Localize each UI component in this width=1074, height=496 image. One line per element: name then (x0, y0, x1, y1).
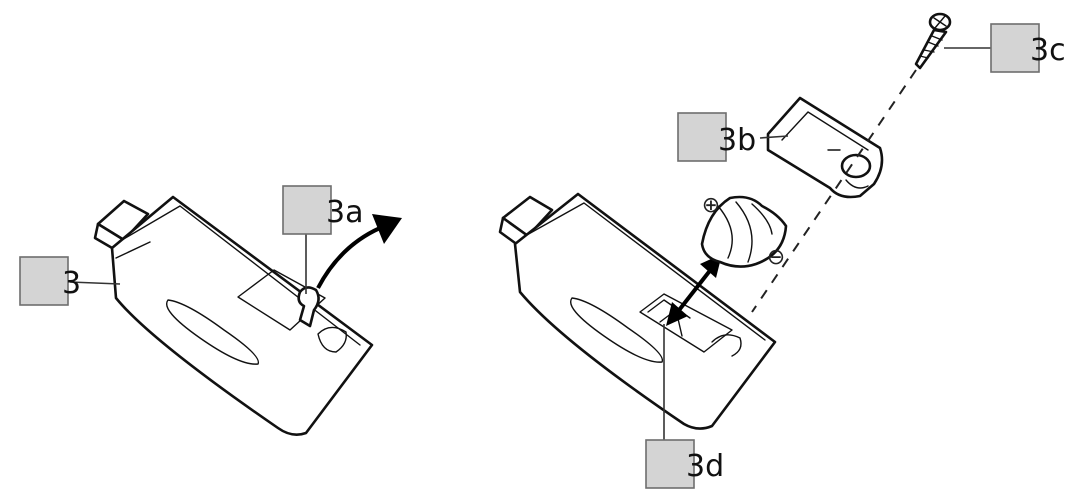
label-cover-clip: 3a (326, 195, 363, 230)
callout-box-3a (282, 185, 332, 235)
battery-cover (766, 96, 884, 199)
battery: ⊕ ⊖ (700, 193, 788, 270)
device-left (93, 195, 402, 436)
arrow-head (372, 214, 402, 244)
label-battery-slot: 3d (686, 449, 724, 484)
callout-box-3b (677, 112, 727, 162)
callout-box-3c (990, 23, 1040, 73)
callout-box-3d (645, 439, 695, 489)
label-device: 3 (62, 266, 81, 301)
label-battery-cover: 3b (718, 123, 756, 158)
label-screw: 3c (1030, 33, 1066, 68)
callout-box-3 (19, 256, 69, 306)
battery-minus-symbol: ⊖ (767, 245, 785, 270)
device-right (498, 192, 777, 430)
battery-plus-symbol: ⊕ (702, 193, 720, 218)
screw (914, 12, 952, 70)
